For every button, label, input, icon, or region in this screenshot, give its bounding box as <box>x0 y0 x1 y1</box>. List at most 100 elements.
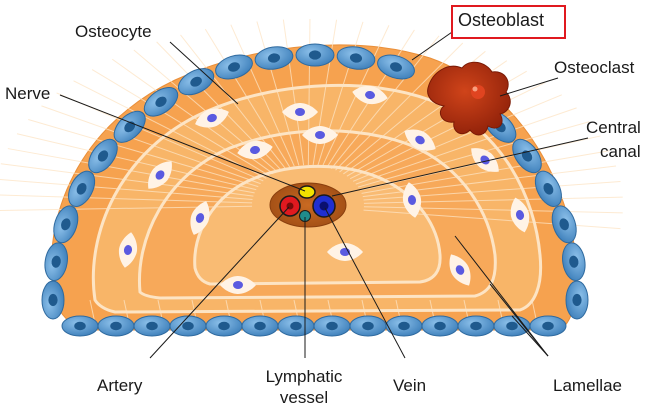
osteocyte-nucleus <box>515 210 525 220</box>
lining-cell-nucleus <box>74 321 86 331</box>
osteoclast-body <box>427 61 511 136</box>
lining-cell-nucleus <box>61 218 71 231</box>
texture-line <box>41 105 261 185</box>
osteoblast-lining-cell <box>169 315 207 337</box>
osteocyte-nucleus <box>155 170 165 180</box>
texture-line <box>349 82 546 180</box>
osteoblast-lining-cell <box>336 46 376 70</box>
osteoblast-lining-cell <box>534 170 562 207</box>
osteoblast-lining-cell <box>551 205 577 244</box>
label-lymphatic-line1: Lymphatic <box>265 367 343 386</box>
osteoblast-lining-cell <box>562 242 586 282</box>
texture-line <box>282 19 305 166</box>
osteoblast-lining-cell <box>565 280 589 320</box>
label-nerve: Nerve <box>5 84 51 103</box>
leader-central-canal <box>331 137 589 197</box>
leader-nerve <box>59 94 306 192</box>
osteoblast-lining-cell <box>241 315 279 337</box>
osteoblast-lining-cell <box>88 138 118 174</box>
osteoblast-lining-layer <box>41 43 589 337</box>
label-artery: Artery <box>97 376 143 395</box>
osteoblast-lining-cell <box>349 315 387 337</box>
osteocyte-nucleus <box>365 90 375 100</box>
osteocyte-nucleus <box>295 108 305 116</box>
lining-cell-nucleus <box>326 321 338 331</box>
label-lamellae: Lamellae <box>553 376 622 395</box>
leader-lamellae-2 <box>489 283 549 357</box>
osteoclast-nucleus <box>471 85 485 99</box>
leader-artery <box>149 206 290 359</box>
osteocyte <box>148 161 172 189</box>
osteocyte <box>118 232 138 268</box>
lining-cell-nucleus <box>190 76 202 87</box>
lining-cell-nucleus <box>267 53 281 63</box>
texture-line <box>363 209 621 230</box>
lining-cell-nucleus <box>146 321 158 331</box>
osteocyte <box>220 276 256 294</box>
osteoblast-lining-cell <box>133 315 171 337</box>
label-central-canal-line1: Central <box>586 118 641 137</box>
texture-line <box>307 18 311 166</box>
osteocyte <box>352 85 388 105</box>
label-lymphatic-line2: vessel <box>279 388 329 407</box>
lining-cell-nucleus <box>362 321 374 331</box>
texture-line <box>0 205 253 211</box>
lining-cell-nucleus <box>308 50 322 60</box>
osteoblast-lining-cell <box>457 315 495 337</box>
lining-cell-nucleus <box>155 96 167 107</box>
osteocyte <box>510 197 530 233</box>
osteoblast-lining-cell <box>421 315 459 337</box>
lining-cell-nucleus <box>76 182 87 195</box>
texture-line <box>28 119 259 188</box>
osteoblast-lining-cell <box>177 68 215 96</box>
texture-line <box>256 21 300 166</box>
lining-cell-nucleus <box>521 150 533 162</box>
osteoblast-lining-cell <box>277 315 315 337</box>
lining-cell-nucleus <box>434 321 446 331</box>
texture-line <box>352 94 562 182</box>
osteoblast-lining-cell <box>41 280 65 320</box>
lining-cell-nucleus <box>542 321 554 331</box>
nerve-dot <box>298 185 316 199</box>
osteocyte <box>282 103 318 121</box>
lining-cell-nucleus <box>218 321 230 331</box>
texture-line <box>230 24 295 167</box>
texture-line <box>0 163 254 197</box>
lining-cell-nucleus <box>254 321 266 331</box>
texture-line <box>335 42 464 171</box>
lining-cell-nucleus <box>506 321 518 331</box>
lining-cell-nucleus <box>569 255 579 268</box>
osteoblast-lining-cell <box>529 315 567 337</box>
osteoblast-lining-cell <box>53 205 79 244</box>
label-osteoblast: Osteoblast <box>458 10 545 30</box>
lining-cell-nucleus <box>97 150 109 162</box>
texture-line <box>330 35 440 169</box>
leader-vein <box>324 207 406 359</box>
lining-cell-nucleus <box>124 121 136 133</box>
osteocyte <box>237 140 273 160</box>
lining-cell-nucleus <box>390 62 402 72</box>
osteoblast-lining-cell <box>313 315 351 337</box>
lining-cell-nucleus <box>349 53 363 63</box>
osteoclast-nucleus-highlight <box>472 86 478 92</box>
osteoblast-lining-cell <box>44 242 68 282</box>
osteoblast-lining-cell <box>512 138 542 174</box>
texture-line <box>7 148 255 194</box>
osteocyte <box>302 126 338 144</box>
osteoclast-cell <box>427 61 511 136</box>
osteocyte-nucleus <box>250 145 260 155</box>
lining-cell-nucleus <box>290 321 302 331</box>
leader-osteoblast <box>411 29 456 61</box>
lining-cell-nucleus <box>228 62 240 72</box>
label-central-canal-line2: canal <box>600 142 641 161</box>
osteoblast-lining-cell <box>295 43 335 67</box>
osteocyte-nucleus <box>407 195 417 205</box>
osteocyte <box>404 129 436 151</box>
osteocyte-nucleus <box>233 281 243 289</box>
osteoblast-lining-cell <box>143 87 179 117</box>
osteoblast-lining-cell <box>61 315 99 337</box>
lining-cell-nucleus <box>543 182 554 195</box>
osteocyte-nucleus <box>415 135 425 145</box>
